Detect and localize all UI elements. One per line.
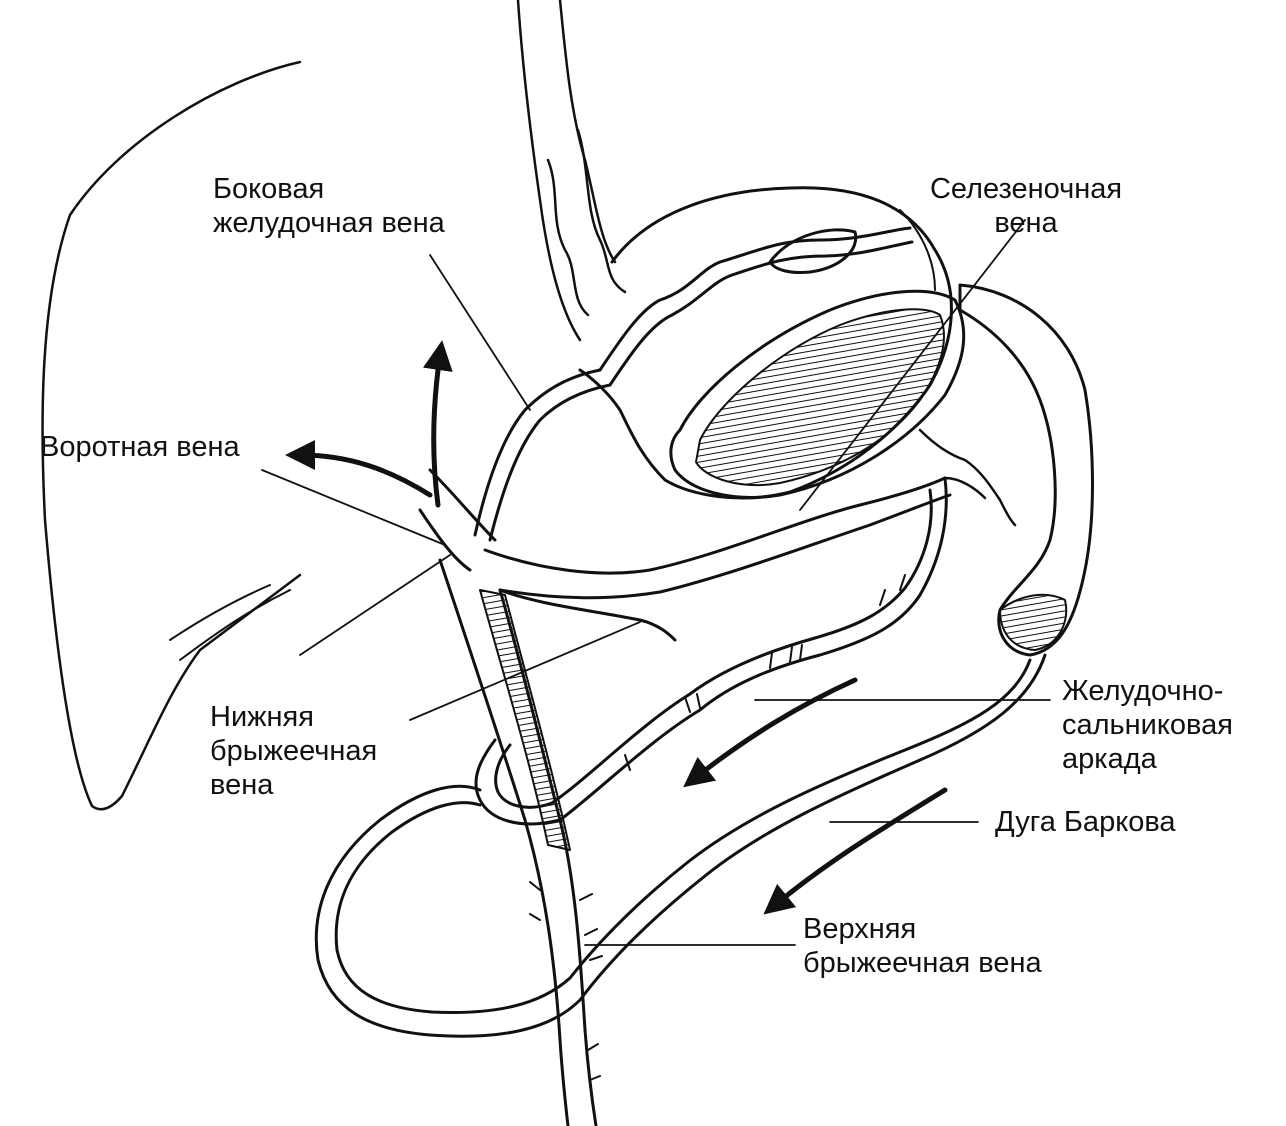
gastroepiploic-arcade [474,476,948,826]
leader-lateral-gastric [429,254,531,411]
barkow-arc [334,658,1032,1014]
portal-vein [418,508,472,572]
gastric-vein-loop [768,228,858,274]
label-superior-mesenteric-vein: Верхняя брыжеечная вена [803,912,1042,980]
label-line: брыжеечная [210,735,378,767]
barkow-arc [314,653,1047,1038]
esophagus-right-wall [558,0,617,264]
liver-fissure [169,584,271,641]
tributary-ticks [529,574,906,1081]
label-line: Желудочно- [1062,675,1224,707]
lateral-gastric-vein [473,368,602,537]
label-portal-vein: Воротная вена [40,430,240,464]
label-gastroepiploic-arcade: Желудочно- сальниковая аркада [1062,674,1233,776]
label-line: брыжеечная вена [803,947,1042,979]
flow-arrow-up [422,340,453,508]
esophagus-vein [576,128,627,294]
esophagus-vein [546,158,590,317]
label-line: Воротная вена [40,431,240,463]
label-line: Селезеночная [929,173,1123,205]
leader-portal [261,469,446,546]
label-barkow-arc: Дуга Баркова [995,805,1176,839]
gastric-vein-branch [598,226,912,372]
liver-outline [41,60,302,811]
flow-arrow-arcade [683,677,858,788]
label-lateral-gastric-vein: Боковая желудочная вена [213,172,445,240]
spleen [958,283,1094,657]
label-line: вена [994,207,1058,239]
label-line: Боковая [213,173,325,205]
splenic-vein [498,493,952,600]
label-inferior-mesenteric-vein: Нижняя брыжеечная вена [210,700,377,802]
label-line: аркада [1062,743,1157,775]
label-line: вена [210,769,274,801]
label-line: Дуга Баркова [995,806,1176,838]
stomach-window [669,289,966,499]
liver-fissure [179,589,291,661]
gastroepiploic-arcade [494,488,933,809]
short-gastric-vein [943,476,987,500]
label-line: Нижняя [210,701,314,733]
label-line: сальниковая [1062,709,1233,741]
stomach-mucosa-hatch [695,308,945,487]
label-line: желудочная вена [213,207,445,239]
splenic-vein [483,476,947,575]
leader-splenic [799,219,1026,511]
superior-mesenteric-vein [438,558,570,1126]
flow-arrow-portal [285,440,433,498]
label-line: Верхняя [803,913,917,945]
gastric-vein-branch [608,240,914,387]
flow-arrow-barkow [763,787,948,915]
spleen-hilum [999,593,1068,651]
short-gastric-vein [918,428,1017,527]
leader-inferior-mesenteric [299,554,451,656]
label-splenic-vein: Селезеночная вена [908,172,1144,240]
esophagus-left-wall [516,0,582,342]
stomach-fundus-line [899,209,936,291]
inferior-mesenteric-vein [498,588,677,642]
lateral-gastric-vein [488,383,612,542]
leader-inferior-mesenteric-2 [409,621,641,721]
